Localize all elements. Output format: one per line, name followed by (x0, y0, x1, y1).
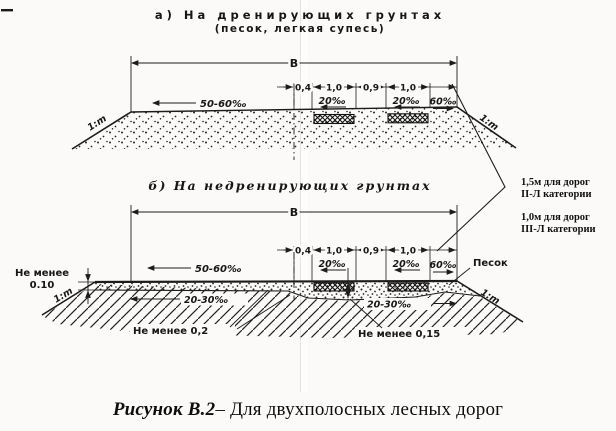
track-slope-left-label: 20‰ (318, 96, 345, 107)
note1-line1: 1,5м для дорог (521, 177, 590, 188)
track-slope-right-label: 20‰ (392, 96, 419, 107)
section-b-sub-dimension: 0,4 1,0 0,9 1,0 (277, 244, 457, 281)
section-b-sand-layer (94, 279, 481, 301)
section-b-diagram: б) На недренирующих грунтах В 0,4 1,0 0,… (15, 178, 524, 340)
category-callout (436, 83, 506, 252)
slope-right-b (456, 280, 524, 323)
figure-caption-text: – Для двухполосных лесных дорог (215, 399, 504, 420)
dim-10: 1,0 (326, 84, 342, 94)
min-edge-label-1: Не менее (15, 268, 69, 279)
section-b-bottom-slopes: 20-30‰ 20-30‰ (129, 293, 458, 311)
width-label: В (290, 57, 298, 70)
edge-slope-label-b: 60‰ (429, 260, 456, 271)
dim-10b: 1,0 (400, 84, 416, 94)
dim-09: 0,9 (363, 84, 379, 94)
section-a-subtitle: (песок, легкая супесь) (215, 23, 385, 35)
figure-caption: Рисунок В.2– Для двухполосных лесных дор… (0, 399, 616, 421)
note1-line2: II-Л категории (521, 189, 592, 200)
figure-caption-label: Рисунок В.2 (112, 399, 216, 420)
bottom-slope-left-label: 20-30‰ (184, 295, 228, 306)
surface-slope-label: 50-60‰ (200, 99, 247, 110)
section-b-width-dimension: В (130, 204, 458, 281)
dim-b-09: 0,9 (363, 247, 379, 257)
dim-04: 0,4 (295, 84, 311, 94)
slope-left-b (41, 281, 96, 316)
section-b-title: б) На недренирующих грунтах (148, 178, 431, 193)
scan-mark (1, 9, 13, 12)
wheel-track-strip-left (313, 113, 355, 125)
min-depth-left-label: Не менее 0,2 (133, 326, 208, 337)
section-a-width-dimension: В (130, 55, 458, 112)
min-edge-label-2: 0.10 (30, 280, 55, 291)
note2-line1: 1,0м для дорог (521, 212, 590, 223)
wheel-track-strip-right (387, 113, 429, 124)
track-slope-right-label-b: 20‰ (392, 259, 419, 270)
min-edge-dimension: Не менее 0.10 (15, 268, 100, 304)
scan-fold-line (300, 0, 301, 392)
dim-b-04: 0,4 (295, 247, 311, 257)
width-label-b: В (290, 206, 298, 219)
wheel-track-strip-left-b (313, 282, 355, 292)
scan-fold-band (301, 0, 308, 392)
section-a-diagram: а) На дренирующих грунтах (песок, легкая… (71, 8, 517, 160)
track-slope-left-label-b: 20‰ (318, 259, 345, 270)
figure-drawing: а) На дренирующих грунтах (песок, легкая… (1, 8, 596, 340)
section-a-sub-dimension: 0,4 1,0 0,9 1,0 (277, 81, 457, 110)
min-depth-center-label: Не менее 0,15 (358, 329, 440, 340)
wheel-track-strip-right-b (387, 282, 429, 292)
min-depth-center-callout: Не менее 0,15 (349, 298, 467, 340)
edge-slope-label: 60‰ (429, 97, 456, 108)
dim-b-10: 1,0 (326, 247, 342, 257)
section-a-title: а) На дренирующих грунтах (155, 8, 445, 22)
note2-line2: III-Л категории (521, 224, 596, 235)
category-notes: 1,5м для дорог II-Л категории 1,0м для д… (521, 177, 596, 235)
min-depth-left-callout: Не менее 0,2 (130, 289, 291, 337)
dim-b-10b: 1,0 (400, 247, 416, 257)
sand-callout: Песок (448, 256, 510, 286)
surface-slope-label-b: 50-60‰ (195, 264, 242, 275)
sand-label: Песок (473, 258, 508, 269)
bottom-slope-right-label: 20-30‰ (367, 300, 411, 311)
